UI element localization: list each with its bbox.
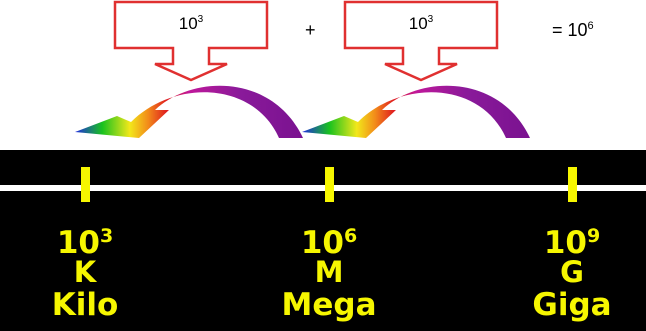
rainbow-curved-arrow-icon bbox=[75, 85, 303, 138]
tick-kilo bbox=[81, 167, 90, 202]
plus-operator: + bbox=[305, 20, 316, 40]
tick-giga bbox=[568, 167, 577, 202]
kilo-power: 103 bbox=[56, 225, 114, 261]
callout-arrow-icon bbox=[113, 0, 269, 82]
rainbow-curved-arrow-icon bbox=[302, 85, 530, 138]
mega-name: Mega bbox=[281, 287, 377, 323]
axis-line bbox=[0, 185, 646, 191]
giga-power: 109 bbox=[543, 225, 601, 261]
kilo-symbol: K bbox=[73, 255, 97, 289]
mega-power: 106 bbox=[300, 225, 358, 261]
callout-label: 103 bbox=[408, 14, 434, 33]
mega-symbol: M bbox=[314, 255, 344, 289]
tick-mega bbox=[325, 167, 334, 202]
callout-box: 103 bbox=[343, 0, 503, 89]
callout-box: 103 bbox=[113, 0, 273, 89]
result-equation: = 106 bbox=[552, 20, 594, 40]
kilo-name: Kilo bbox=[51, 287, 119, 323]
scale-panel bbox=[0, 150, 646, 331]
giga-symbol: G bbox=[560, 255, 584, 289]
giga-name: Giga bbox=[532, 287, 612, 323]
callout-label: 103 bbox=[178, 14, 204, 33]
callout-arrow-icon bbox=[343, 0, 499, 82]
